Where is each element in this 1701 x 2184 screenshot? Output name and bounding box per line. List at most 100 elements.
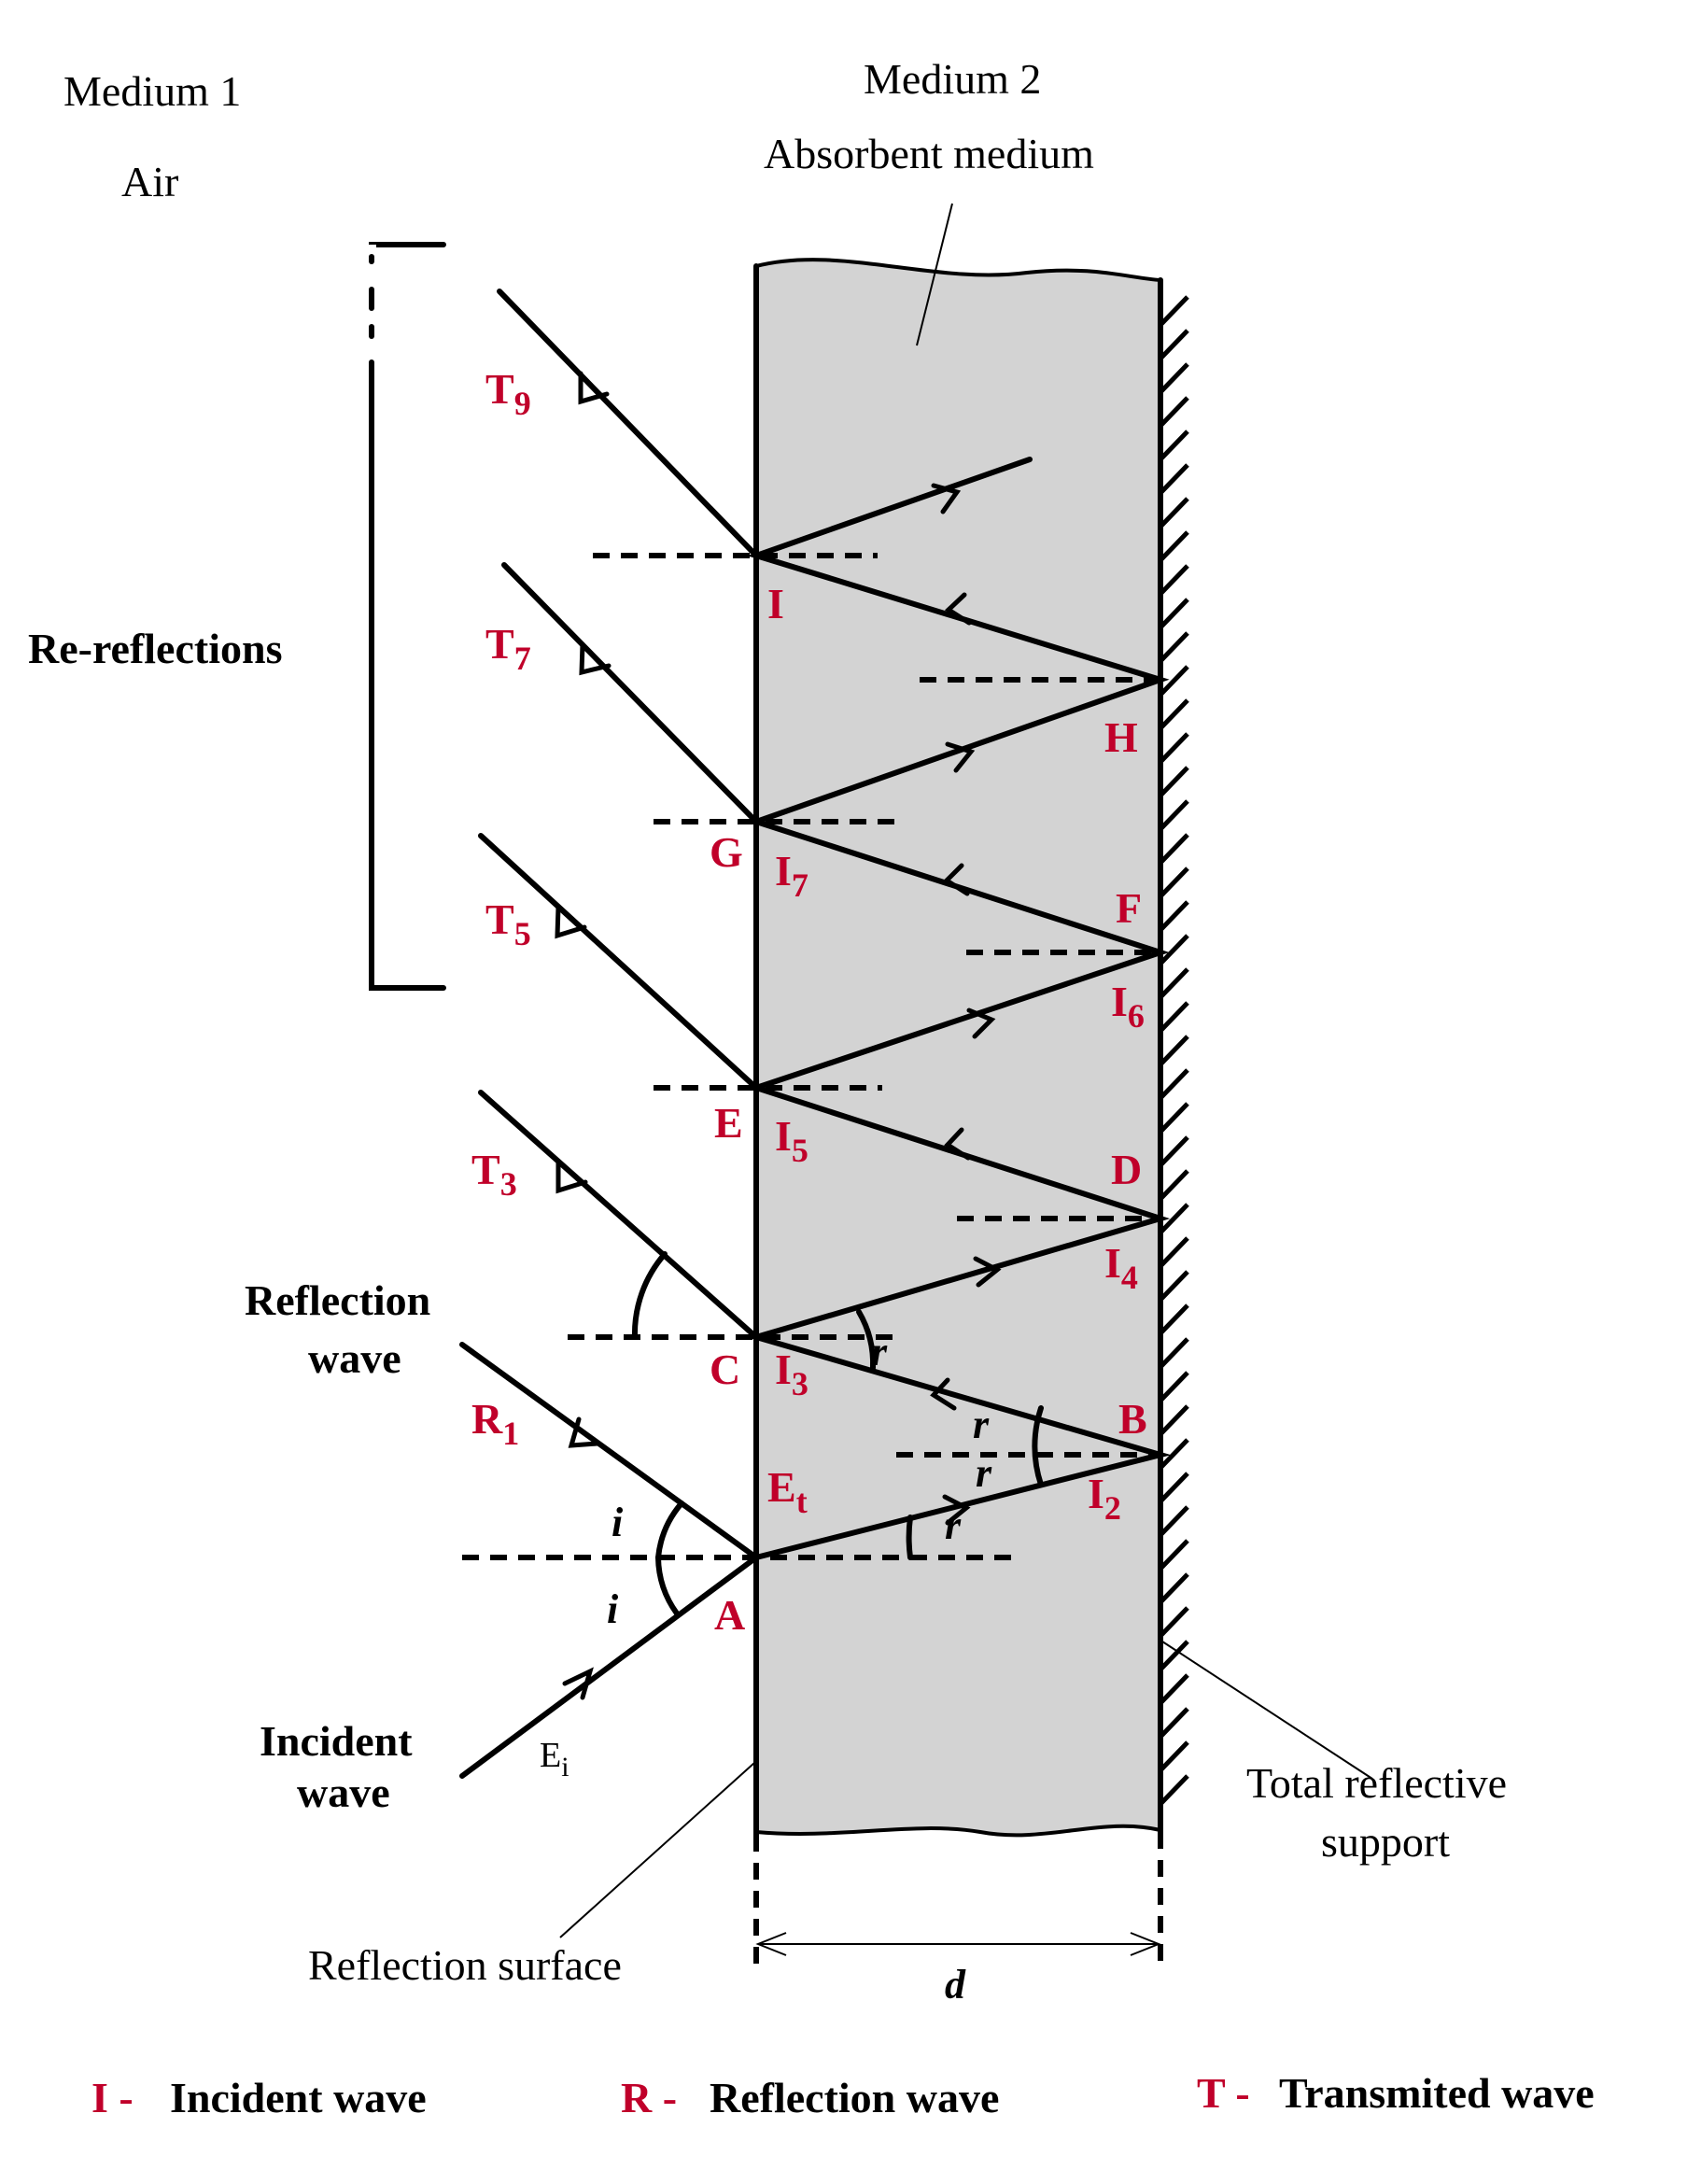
transmitted-ray-T3 <box>478 1090 759 1340</box>
reflection-surface-label: Reflection surface <box>308 1941 622 1989</box>
hatch-mark <box>1159 1438 1189 1470</box>
angle-r-B-upper: r <box>973 1402 990 1447</box>
point-F-label: F <box>1116 884 1142 932</box>
angle-r-C: r <box>871 1329 888 1374</box>
hatch-mark <box>1159 1102 1189 1134</box>
arrowheads <box>555 371 1002 1700</box>
total-reflective-label-line1: Total reflective <box>1246 1759 1507 1807</box>
angle-i-lower: i <box>607 1586 619 1632</box>
hatch-mark <box>1159 1303 1189 1335</box>
absorbent-medium-slab <box>754 258 1162 1838</box>
hatch-mark <box>1159 1572 1189 1604</box>
hatch-mark <box>1159 1404 1189 1436</box>
point-C-label: C <box>710 1346 740 1393</box>
hatch-mark <box>1159 1236 1189 1268</box>
transmitted-ray-T7 <box>501 562 759 824</box>
hatch-mark <box>1159 867 1189 898</box>
hatch-mark <box>1159 1001 1189 1033</box>
hatch-mark <box>1159 833 1189 865</box>
arrow-GH <box>945 741 976 773</box>
hatch-mark <box>1159 564 1189 596</box>
angle-r-AB: r <box>945 1502 962 1548</box>
legend-incident-text: Incident wave <box>170 2074 427 2121</box>
hatch-mark <box>1159 530 1189 562</box>
hatch-mark <box>1159 1539 1189 1571</box>
legend-transmitted-text: Transmited wave <box>1279 2069 1595 2117</box>
arrow-T5 <box>555 905 587 939</box>
hatch-mark <box>1159 1270 1189 1302</box>
hatch-mark <box>1159 430 1189 461</box>
ray-T9-label: T9 <box>485 365 531 422</box>
arrow-T7 <box>579 641 612 676</box>
hatch-mark <box>1159 1337 1189 1369</box>
hatch-mark <box>1159 1169 1189 1201</box>
incident-ray <box>459 1555 759 1779</box>
angle-r-B-lower: r <box>976 1450 992 1496</box>
incident-wave-label-line1: Incident <box>260 1717 413 1765</box>
hatch-mark <box>1159 295 1189 327</box>
absorbent-medium-pointer <box>916 203 953 346</box>
hatch-mark <box>1159 1707 1189 1739</box>
reflective-support-hatching <box>1159 295 1189 1806</box>
legend-reflection-text: Reflection wave <box>710 2074 999 2121</box>
hatch-mark <box>1159 1068 1189 1100</box>
arrow-T9 <box>578 371 610 405</box>
point-I-label: I <box>767 580 784 627</box>
thickness-dimension <box>753 1832 1163 1972</box>
ray-I7-label: I7 <box>775 847 808 904</box>
hatch-mark <box>1159 799 1189 831</box>
hatch-mark <box>1159 598 1189 629</box>
hatch-mark <box>1159 967 1189 999</box>
arrow-incident <box>562 1667 594 1700</box>
point-D-label: D <box>1111 1146 1142 1193</box>
reflection-wave-label-line1: Reflection <box>245 1276 430 1324</box>
medium1-label: Medium 1 <box>63 67 241 115</box>
arrow-AB <box>942 1494 971 1526</box>
medium2-label: Medium 2 <box>864 55 1041 103</box>
hatch-mark <box>1159 698 1189 730</box>
angle-i-upper: i <box>612 1500 624 1545</box>
arrow-R1 <box>568 1416 600 1448</box>
re-reflections-bracket <box>367 242 446 991</box>
ray-I4-label: I4 <box>1104 1239 1138 1296</box>
ray-T5-label: T5 <box>485 895 531 952</box>
absorbent-medium-label: Absorbent medium <box>764 130 1094 177</box>
point-G-label: G <box>710 828 743 876</box>
point-H-label: H <box>1104 713 1138 761</box>
hatch-mark <box>1159 1472 1189 1503</box>
hatch-mark <box>1159 900 1189 932</box>
reflection-wave-label-line2: wave <box>308 1334 401 1382</box>
point-A-label: A <box>714 1591 745 1639</box>
reflection-surface-pointer <box>559 1762 755 1938</box>
re-reflections-label: Re-reflections <box>28 625 282 672</box>
hatch-mark <box>1159 934 1189 965</box>
hatch-mark <box>1159 1203 1189 1234</box>
incident-wave-label-line2: wave <box>297 1768 390 1816</box>
arrow-HI <box>944 592 972 626</box>
legend-transmitted-key: T - <box>1197 2069 1250 2117</box>
hatch-mark <box>1159 665 1189 697</box>
hatch-mark <box>1159 631 1189 663</box>
arrow-CD <box>973 1256 1002 1288</box>
ray-T7-label: T7 <box>485 620 531 677</box>
ray-Et-label: Et <box>767 1463 808 1520</box>
hatch-mark <box>1159 1606 1189 1638</box>
ray-I3-label: I3 <box>775 1346 808 1402</box>
hatch-mark <box>1159 1505 1189 1537</box>
ray-Ei-label: Ei <box>540 1736 569 1782</box>
reflected-ray-R1 <box>459 1342 759 1560</box>
hatch-mark <box>1159 1371 1189 1402</box>
hatch-mark <box>1159 1740 1189 1772</box>
arrow-T3 <box>555 1160 588 1194</box>
hatch-mark <box>1159 329 1189 360</box>
ray-T3-label: T3 <box>471 1146 517 1203</box>
ray-I2-label: I2 <box>1088 1470 1121 1527</box>
hatch-mark <box>1159 1640 1189 1671</box>
hatch-mark <box>1159 497 1189 528</box>
legend: I - Incident wave R - Reflection wave T … <box>91 2069 1595 2121</box>
hatch-mark <box>1159 463 1189 495</box>
hatch-mark <box>1159 732 1189 764</box>
arrow-I-out <box>931 483 962 514</box>
hatch-mark <box>1159 1774 1189 1806</box>
